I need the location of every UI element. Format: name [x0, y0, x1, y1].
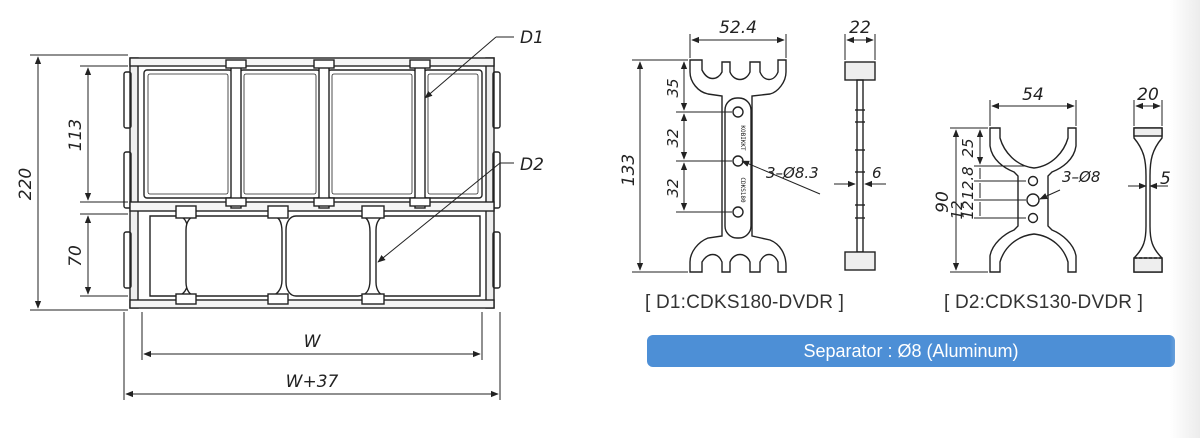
dim-70: 70 — [66, 245, 86, 267]
d2-caption: [ D2:CDKS130-DVDR ] — [944, 292, 1144, 313]
d2-hole-note: 3–Ø8 — [1062, 168, 1100, 186]
d1-engraving-b: CDKS180 — [739, 177, 746, 203]
assembly-labels: 220 113 70 W W+37 D1 D2 — [16, 28, 544, 392]
d2-pitch-d: 12 — [959, 200, 977, 219]
d1-pitch-low: 32 — [664, 178, 682, 197]
d2-height: 90 — [933, 191, 953, 213]
d1-caption: [ D1:CDKS180-DVDR ] — [645, 292, 845, 313]
d1-pitch-mid: 32 — [664, 128, 682, 147]
d1-height: 133 — [619, 154, 639, 186]
d1-web: 6 — [872, 164, 882, 182]
dim-113: 113 — [66, 119, 86, 151]
d2-pitch-a: 25 — [959, 138, 977, 157]
dim-w37: W+37 — [286, 372, 339, 392]
d2-side-view — [1133, 127, 1163, 273]
d1-thickness: 22 — [849, 18, 871, 38]
d2-thickness: 20 — [1137, 85, 1159, 105]
assembly-dimensions — [30, 36, 514, 400]
d2-pitch-b: 12.8 — [959, 166, 977, 199]
top-bar — [129, 57, 495, 67]
d2-dimensions — [950, 100, 1168, 273]
d1-pitch-top: 35 — [664, 78, 682, 97]
d1-hole-note: 3–Ø8.3 — [766, 164, 819, 182]
d2-web: 5 — [1160, 169, 1171, 189]
d2-front-view — [989, 127, 1077, 273]
edge-fade — [1170, 0, 1200, 438]
middle-bar — [129, 201, 495, 212]
d2-pitch-c: 12 — [948, 200, 966, 219]
separator-banner: Separator : Ø8 (Aluminum) — [647, 335, 1175, 367]
bottom-bar — [129, 299, 495, 309]
d1-dimensions — [632, 34, 886, 273]
callout-d2: D2 — [520, 155, 544, 175]
d2-width: 54 — [1022, 85, 1044, 105]
d2-labels: 54 20 90 25 12.8 12 12 3–Ø8 5 — [933, 85, 1171, 220]
dim-220: 220 — [16, 168, 36, 200]
callout-d1: D1 — [520, 28, 544, 48]
d1-side-view — [844, 61, 876, 271]
d1-engraving-a: KOBIKKT — [739, 125, 746, 151]
assembly-view — [123, 57, 501, 309]
dim-w: W — [304, 332, 322, 352]
d1-width: 52.4 — [719, 18, 757, 38]
d1-front-view — [689, 59, 787, 273]
d1-labels: 52.4 22 133 35 32 32 3–Ø8.3 6 — [619, 18, 882, 198]
